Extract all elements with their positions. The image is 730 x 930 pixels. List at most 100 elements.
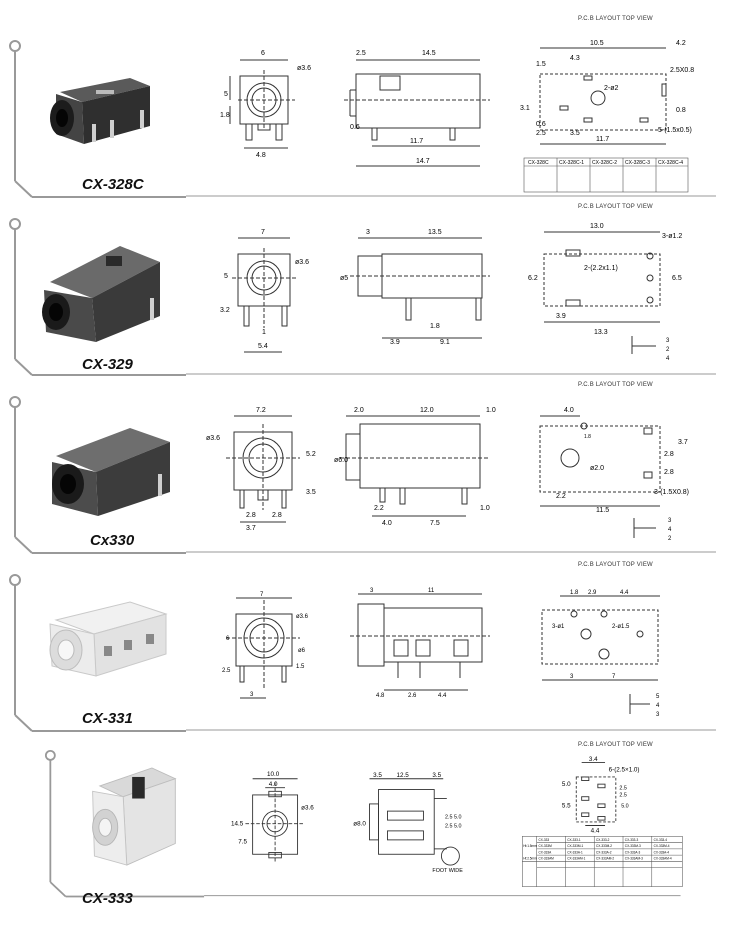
dim-label: 7: [612, 674, 616, 680]
dim-label: 3-(1.5X0.8): [654, 489, 689, 496]
product-photo: [52, 428, 170, 516]
dim-label: 3.2: [220, 307, 230, 314]
section-frame: 7.2 ø3.6 5.2 3.5 2.8 2.8 3.7 2.0 12.0 1.…: [9, 396, 716, 554]
table-cell: CX-333AM-3: [625, 857, 643, 861]
dim-label: 2.8: [664, 469, 674, 476]
dim-label: 1.8: [220, 112, 230, 119]
pcb-layout-header: P.C.B LAYOUT TOP VIEW: [578, 382, 653, 388]
dim-label: 3.5: [373, 772, 382, 779]
dim-label: 2-ø1.5: [612, 624, 630, 630]
dim-label: 6.5: [672, 275, 682, 282]
side-view-drawing: [350, 237, 490, 339]
table-cell: CX-333A: [539, 850, 553, 854]
dim-label: 1.8: [570, 590, 579, 596]
dim-label: 3.9: [390, 339, 400, 346]
table-cell: CX-333M-4: [654, 844, 670, 848]
table-cell: CX-333AM-1: [567, 857, 585, 861]
dim-label: 2.8: [246, 512, 256, 519]
dim-label: 6: [261, 50, 265, 57]
dim-label: 4.4: [620, 590, 629, 596]
dim-label: 14.5: [422, 50, 436, 57]
dim-label: ø3.6: [206, 435, 220, 442]
dim-label: 11.5: [596, 507, 609, 514]
table-cell: CX-333M: [539, 844, 553, 848]
table-cell: CX-333M-3: [625, 844, 641, 848]
dim-label: 4.3: [570, 55, 580, 62]
product-photo: [42, 246, 160, 342]
table-cell: CX-333AM: [539, 857, 555, 861]
dim-label: 1.8: [430, 323, 440, 330]
dim-label: ø6.0: [334, 457, 348, 464]
variant-label: CX-328C: [528, 160, 549, 166]
pcb-layout-header: P.C.B LAYOUT TOP VIEW: [578, 742, 653, 748]
dim-label: 4.0: [564, 407, 574, 414]
pcb-layout-drawing: [539, 47, 667, 145]
pcb-layout-drawing: [539, 415, 661, 538]
dim-label: 2.0: [354, 407, 364, 414]
product-name: CX-328C: [82, 176, 144, 193]
dim-label: 3: [366, 229, 370, 236]
dim-label: 6-(2.5×1.0): [609, 767, 640, 774]
dim-label: 2.5: [222, 668, 231, 674]
dim-label: 3.1: [520, 105, 530, 112]
dim-label: 3: [370, 588, 374, 594]
dim-label: 7.5: [430, 520, 440, 527]
dim-label: 5: [224, 91, 228, 98]
table-cell: CX-333AM-4: [654, 857, 672, 861]
pin-label: 4: [666, 356, 670, 362]
dim-label: ø3.6: [297, 65, 311, 72]
pin-label: 5: [656, 694, 660, 700]
table-side-label: Ht:2.5mm: [523, 857, 537, 861]
front-view-drawing: [226, 597, 300, 699]
dim-label: 12.5: [396, 772, 409, 779]
dim-label: 1.5: [536, 61, 546, 68]
variant-label: CX-328C-3: [625, 160, 650, 166]
product-name: Cx330: [90, 532, 135, 549]
table-cell: CX-333-1: [567, 838, 581, 842]
table-cell: CX-333A-4: [654, 850, 670, 854]
section-frame: 7 ø3.6 6 ø6 2.5 1.5 3 3 11 4.8 2.6 4.4: [9, 574, 716, 732]
dim-label: 7: [260, 592, 264, 598]
dim-label: 5.0: [621, 804, 628, 810]
dim-label: 2.6: [408, 693, 417, 699]
dim-label: 2.8: [664, 451, 674, 458]
dim-label: 4.0: [269, 781, 278, 788]
dim-label: 10.5: [590, 40, 604, 47]
pcb-layout-header: P.C.B LAYOUT TOP VIEW: [578, 16, 653, 22]
dim-label: 11: [428, 588, 435, 594]
dim-label: 9.1: [440, 339, 450, 346]
product-photo: [92, 767, 177, 866]
dim-label: 3-ø1: [552, 624, 565, 630]
dim-label: 1.5: [296, 664, 305, 670]
product-photo: [49, 601, 168, 677]
dim-label: ø3.6: [296, 614, 309, 620]
table-cell: CX-333A-1: [567, 850, 583, 854]
dim-label: 2.5: [619, 793, 626, 799]
dim-label: 11.7: [410, 138, 423, 145]
pin-label: 2: [666, 347, 670, 353]
product-name: CX-329: [82, 356, 133, 373]
dim-label: 3.7: [678, 439, 688, 446]
dim-label: 3.7: [246, 525, 256, 532]
dim-label: 6: [226, 636, 230, 642]
table-cell: CX-333-3: [625, 838, 639, 842]
front-view-drawing: [232, 237, 296, 353]
dim-label: 5.4: [258, 343, 268, 350]
dim-label: 3: [570, 674, 574, 680]
dim-label: 5.5: [562, 803, 571, 810]
side-view-drawing: [350, 593, 490, 691]
dim-label: 2.2: [374, 505, 384, 512]
product-section-cx333: 10.0 4.0 ø3.6 14.5 7.5 3.5 12.5 3.5 ø8.0…: [0, 732, 730, 930]
dim-label: 14.5: [231, 820, 244, 827]
dim-label: 4.4: [591, 828, 600, 835]
dim-label: 1.0: [480, 505, 490, 512]
variant-table: [523, 157, 689, 193]
dim-label: 13.5: [428, 229, 442, 236]
dim-label: 12.0: [420, 407, 434, 414]
dim-label: 5-(1.5x0.5): [658, 127, 692, 134]
product-name: CX-333: [82, 890, 133, 907]
dim-label: 3.5: [432, 772, 441, 779]
variant-label: CX-328C-1: [559, 160, 584, 166]
product-section-cx331: 7 ø3.6 6 ø6 2.5 1.5 3 3 11 4.8 2.6 4.4: [0, 554, 730, 732]
dim-label: 13.0: [590, 223, 604, 230]
